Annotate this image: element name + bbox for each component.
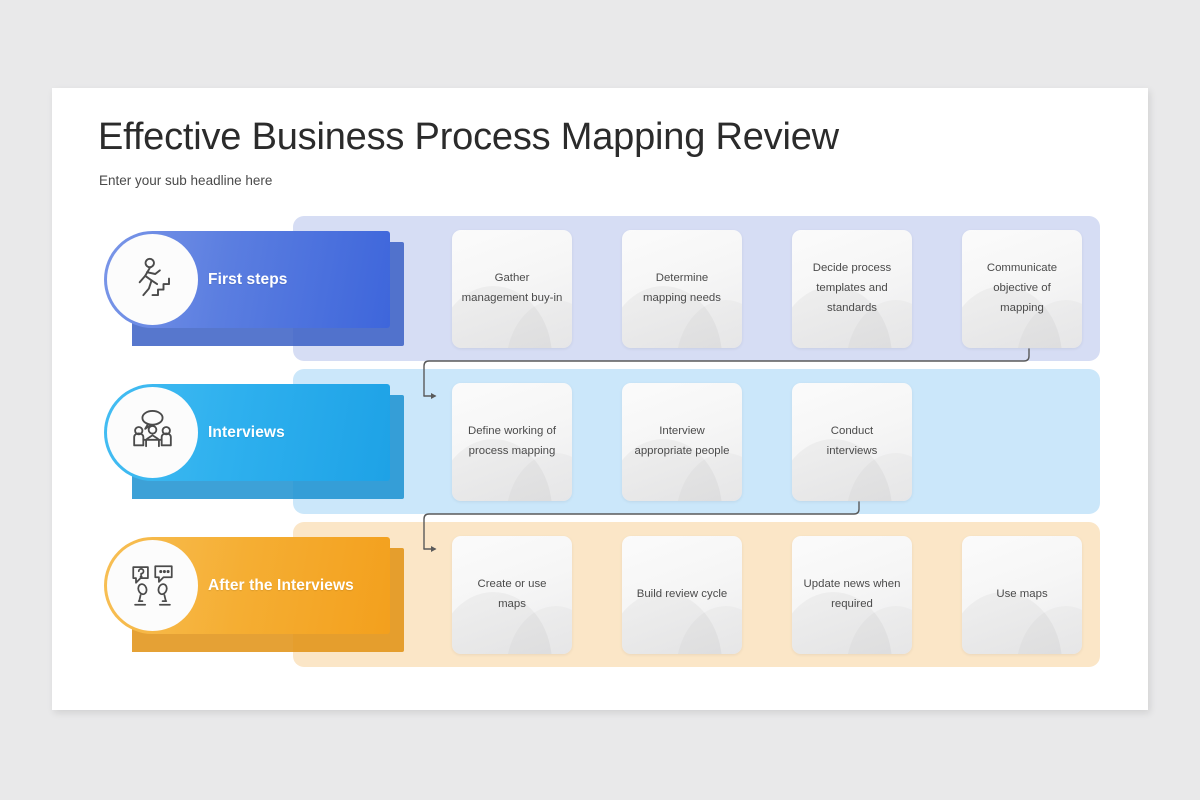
card-conduct-interviews[interactable]: Conduct interviews	[792, 383, 912, 501]
card-label: Conduct interviews	[826, 425, 878, 457]
card-gather-management-buy-in[interactable]: Gather management buy-in	[452, 230, 572, 348]
card-build-review-cycle[interactable]: Build review cycle	[622, 536, 742, 654]
card-decide-process-templates[interactable]: Decide process templates and standards	[792, 230, 912, 348]
card-use-maps[interactable]: Use maps	[962, 536, 1082, 654]
pill-body[interactable]: After the Interviews	[104, 537, 390, 634]
page-subtitle: Enter your sub headline here	[99, 173, 273, 188]
card-label: Communicate objective of mapping	[986, 262, 1058, 314]
card-communicate-objective[interactable]: Communicate objective of mapping	[962, 230, 1082, 348]
card-label: Define working of process mapping	[467, 425, 556, 457]
card-label: Gather management buy-in	[461, 272, 563, 304]
person-climbing-stairs-icon	[107, 234, 198, 325]
row-interviews: Interviews Define working of process map…	[52, 369, 1148, 514]
pill-label: After the Interviews	[208, 576, 354, 594]
pill-label: First steps	[208, 270, 288, 288]
card-define-working-of-process-mapping[interactable]: Define working of process mapping	[452, 383, 572, 501]
card-label: Create or use maps	[477, 578, 547, 610]
slide-canvas: Effective Business Process Mapping Revie…	[52, 88, 1148, 710]
pill-after-the-interviews[interactable]: After the Interviews	[104, 537, 404, 652]
card-determine-mapping-needs[interactable]: Determine mapping needs	[622, 230, 742, 348]
card-interview-appropriate-people[interactable]: Interview appropriate people	[622, 383, 742, 501]
question-answer-microphones-icon	[107, 540, 198, 631]
card-label: Determine mapping needs	[643, 272, 721, 304]
card-label: Update news when required	[803, 578, 901, 610]
card-create-or-use-maps[interactable]: Create or use maps	[452, 536, 572, 654]
pill-label: Interviews	[208, 423, 285, 441]
pill-first-steps[interactable]: First steps	[104, 231, 404, 346]
card-update-news-when-required[interactable]: Update news when required	[792, 536, 912, 654]
meeting-discussion-icon	[107, 387, 198, 478]
page-title: Effective Business Process Mapping Revie…	[98, 116, 839, 158]
card-label: Build review cycle	[636, 588, 728, 601]
card-label: Decide process templates and standards	[812, 262, 892, 314]
card-label: Interview appropriate people	[634, 425, 730, 457]
pill-body[interactable]: Interviews	[104, 384, 390, 481]
row-first-steps: First steps Gather management buy-in Det…	[52, 216, 1148, 361]
pill-interviews[interactable]: Interviews	[104, 384, 404, 499]
row-after-the-interviews: After the Interviews Create or use maps …	[52, 522, 1148, 667]
pill-body[interactable]: First steps	[104, 231, 390, 328]
card-label: Use maps	[996, 588, 1048, 601]
